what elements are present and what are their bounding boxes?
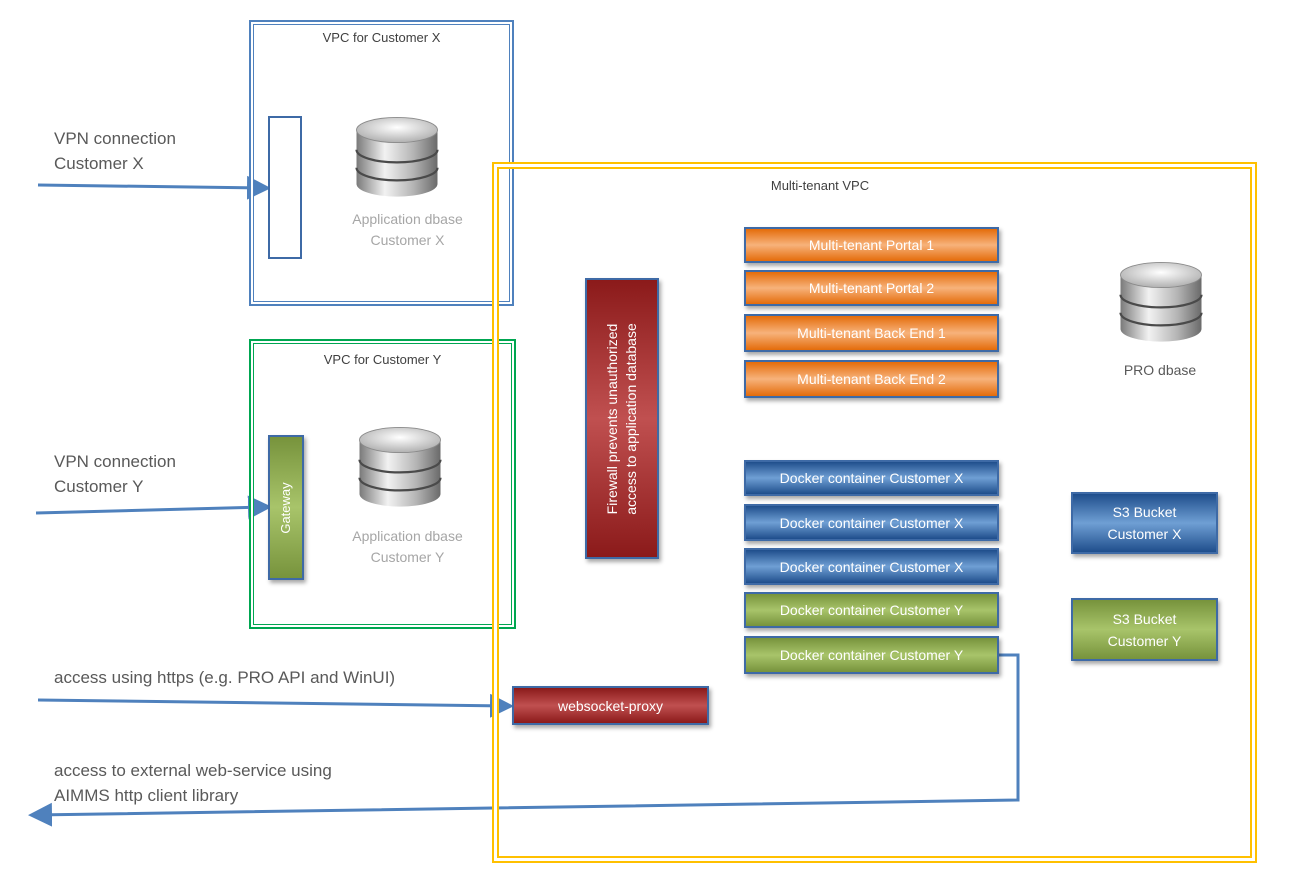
vpn-x-line2: Customer X (54, 154, 144, 173)
vpc-customer-y (249, 339, 516, 629)
firewall-line2: access to application database (623, 322, 639, 515)
websocket-proxy: websocket-proxy (512, 686, 709, 725)
https-access-label: access using https (e.g. PRO API and Win… (54, 668, 396, 687)
s3-y-line1: S3 Bucket (1112, 610, 1177, 627)
db-label-x: Application dbase Customer X (325, 209, 490, 251)
docker-container-x-3: Docker container Customer X (744, 548, 999, 585)
multi-tenant-portal-2: Multi-tenant Portal 2 (744, 270, 999, 306)
db-label-y: Application dbase Customer Y (325, 526, 490, 568)
docker-container-x-2: Docker container Customer X (744, 504, 999, 541)
multi-tenant-vpc (492, 162, 1257, 863)
firewall-label: Firewall prevents unauthorized access to… (603, 323, 641, 514)
firewall: Firewall prevents unauthorized access to… (585, 278, 659, 559)
external-line1: access to external web-service using (54, 761, 332, 780)
vpn-gateway-x (268, 116, 302, 259)
db-label-y-line2: Customer Y (370, 549, 445, 565)
external-access-label: access to external web-service using AIM… (54, 758, 332, 808)
db-label-x-line2: Customer X (370, 232, 445, 248)
pro-dbase-label: PRO dbase (1123, 362, 1197, 378)
vpn-x-arrow (37, 175, 271, 200)
s3-x-line1: S3 Bucket (1112, 504, 1177, 520)
vpn-y-line1: VPN connection (54, 452, 176, 471)
docker-container-y-2: Docker container Customer Y (744, 636, 999, 674)
s3-x-line2: Customer X (1107, 526, 1182, 542)
multi-tenant-vpc-title: Multi-tenant VPC (770, 178, 870, 193)
vpn-y-arrow (35, 495, 272, 520)
external-line2: AIMMS http client library (54, 786, 239, 805)
db-label-y-line1: Application dbase (352, 528, 463, 544)
vpn-y-line2: Customer Y (54, 477, 144, 496)
db-label-x-line1: Application dbase (352, 211, 463, 227)
vpc-customer-y-title: VPC for Customer Y (323, 352, 442, 367)
multi-tenant-back-end-2: Multi-tenant Back End 2 (744, 360, 999, 398)
https-arrow (37, 693, 514, 718)
docker-container-y-1: Docker container Customer Y (744, 592, 999, 628)
vpn-x-line1: VPN connection (54, 129, 176, 148)
database-icon (355, 418, 445, 516)
multi-tenant-back-end-1: Multi-tenant Back End 1 (744, 314, 999, 352)
database-icon (1116, 254, 1206, 350)
database-icon (352, 108, 442, 206)
docker-container-x-1: Docker container Customer X (744, 460, 999, 496)
gateway-y-label: Gateway (278, 481, 293, 534)
firewall-line1: Firewall prevents unauthorized (604, 323, 620, 514)
multi-tenant-portal-1: Multi-tenant Portal 1 (744, 227, 999, 263)
vpn-x-label: VPN connection Customer X (54, 126, 176, 176)
s3-bucket-customer-x: S3 Bucket Customer X (1071, 492, 1218, 554)
gateway-y: Gateway (268, 435, 304, 580)
vpn-y-label: VPN connection Customer Y (54, 449, 176, 499)
external-arrow (28, 653, 1020, 827)
s3-bucket-customer-y: S3 Bucket Customer Y (1071, 598, 1218, 661)
vpc-customer-x-title: VPC for Customer X (322, 30, 441, 45)
s3-y-line2: Customer Y (1107, 632, 1182, 649)
